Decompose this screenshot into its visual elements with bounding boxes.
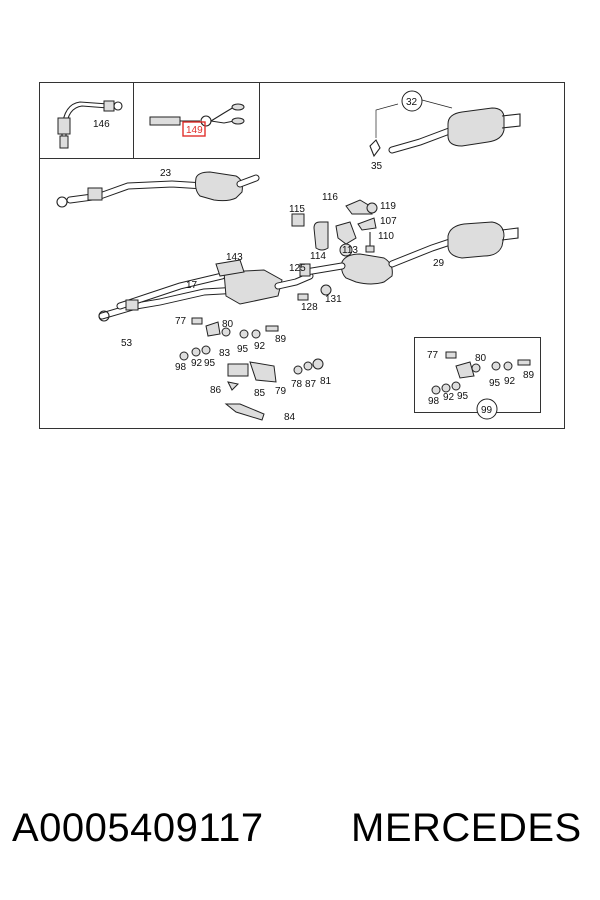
callout-115: 115 xyxy=(289,204,305,215)
callout-77-main: 77 xyxy=(175,316,187,327)
inset-99-hardware xyxy=(431,351,531,395)
callout-92-inset-b: 92 xyxy=(443,392,455,403)
callout-32: 32 xyxy=(406,97,418,108)
callout-98-inset: 98 xyxy=(428,396,440,407)
highlight-box-149 xyxy=(182,121,206,137)
part-number: A0005409117 xyxy=(12,806,264,850)
brackets-cluster xyxy=(291,199,378,257)
oxygen-sensor-146 xyxy=(57,100,123,149)
callout-110: 110 xyxy=(378,231,394,242)
callout-95-inset-b: 95 xyxy=(457,391,469,402)
callout-29: 29 xyxy=(433,258,445,269)
exhaust-system-diagram: 146 149 32 35 23 116 119 115 107 110 113… xyxy=(39,82,565,429)
callout-143: 143 xyxy=(226,252,243,263)
callout-95-main-a: 95 xyxy=(237,344,249,355)
callout-86: 86 xyxy=(210,385,222,396)
callout-78: 78 xyxy=(291,379,303,390)
rear-silencer-32 xyxy=(369,99,521,158)
callout-98-main: 98 xyxy=(175,362,187,373)
callout-92-main-b: 92 xyxy=(191,358,203,369)
callout-95-inset-a: 95 xyxy=(489,378,501,389)
brand-name: MERCEDES xyxy=(351,806,582,850)
callout-17: 17 xyxy=(186,280,198,291)
callout-89-main: 89 xyxy=(275,334,287,345)
callout-79: 79 xyxy=(275,386,287,397)
callout-81: 81 xyxy=(320,376,332,387)
callout-circle-99 xyxy=(476,398,498,420)
callout-107: 107 xyxy=(380,216,397,227)
callout-146: 146 xyxy=(93,119,110,130)
callout-92-main-a: 92 xyxy=(254,341,266,352)
callout-113: 113 xyxy=(342,245,358,256)
callout-80-inset: 80 xyxy=(475,353,487,364)
hardware-items xyxy=(179,284,332,421)
sensor-149 xyxy=(149,103,245,137)
callout-35: 35 xyxy=(371,161,383,172)
callout-116: 116 xyxy=(322,192,338,203)
callout-89-inset: 89 xyxy=(523,370,535,381)
callout-77-inset: 77 xyxy=(427,350,439,361)
callout-87: 87 xyxy=(305,379,317,390)
callout-131: 131 xyxy=(325,294,342,305)
inset-box-149 xyxy=(133,82,260,159)
callout-149: 149 xyxy=(186,125,203,136)
callout-95-main-b: 95 xyxy=(204,358,216,369)
callout-84: 84 xyxy=(284,412,296,423)
callout-83: 83 xyxy=(219,348,231,359)
callout-23: 23 xyxy=(160,168,172,179)
front-pipe-23 xyxy=(56,171,260,208)
callout-85: 85 xyxy=(254,388,266,399)
callout-114: 114 xyxy=(310,251,326,262)
callout-119: 119 xyxy=(380,201,396,212)
callout-circle-32 xyxy=(401,90,423,112)
rear-section-29 xyxy=(299,221,519,285)
callout-80-main: 80 xyxy=(222,319,234,330)
catalyst-pipes-17 xyxy=(98,259,314,322)
callout-128: 128 xyxy=(301,302,318,313)
callout-99: 99 xyxy=(481,405,493,416)
callout-92-inset-a: 92 xyxy=(504,376,516,387)
callout-53: 53 xyxy=(121,338,133,349)
callout-125: 125 xyxy=(289,263,306,274)
